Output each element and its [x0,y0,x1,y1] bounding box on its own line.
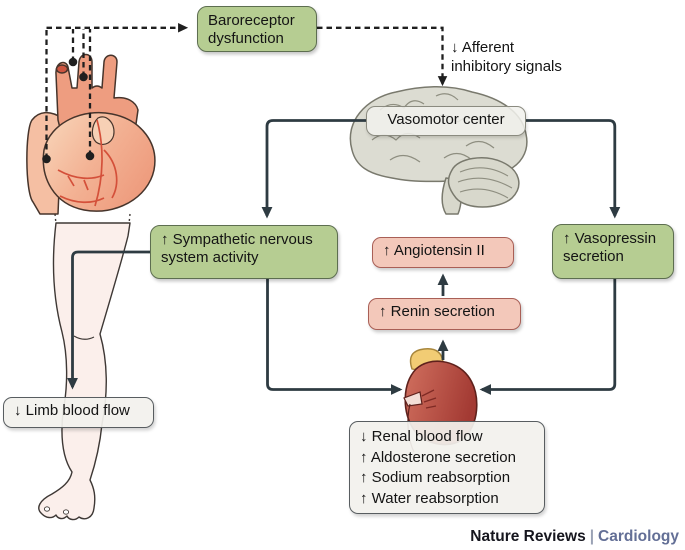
journal-name: Cardiology [598,528,679,545]
renal-effect-line: ↓ Renal blood flow [360,428,483,445]
renal-effect-line: ↑ Aldosterone secretion [360,448,516,466]
sympathetic-activity-box: ↑ Sympathetic nervous system activity [150,225,338,279]
arrow-baroreceptor-to-brain [317,26,448,87]
afferent-line-1: ↓ Afferent [451,39,515,56]
arrow-sympathetic-to-kidney [266,279,403,396]
renal-effect-line: ↑ Sodium reabsorption [360,469,511,487]
arrow-vasomotor-to-vasopressin [526,119,621,219]
afferent-line-2: inhibitory signals [451,58,562,76]
renal-effects-box: ↓ Renal blood flow ↑ Aldosterone secreti… [349,421,545,514]
heart-illustration [26,53,156,215]
afferent-signals-label: ↓ Afferent inhibitory signals [451,38,601,76]
journal-separator: | [589,528,595,545]
limb-blood-flow-box: ↓ Limb blood flow [3,397,154,428]
baroreceptor-dysfunction-box: Baroreceptor dysfunction [197,6,317,52]
renal-effect-line: ↑ Water reabsorption [360,489,499,507]
vasomotor-center-box: Vasomotor center [366,106,526,136]
baroreceptor-dashed-lines [45,23,448,159]
arrow-vasomotor-to-sympathetic [261,119,366,219]
arrow-vasopressin-to-kidney [479,279,617,396]
renin-secretion-box: ↑ Renin secretion [368,298,521,330]
flow-arrows [66,119,621,396]
angiotensin-box: ↑ Angiotensin II [372,237,514,268]
vasopressin-secretion-box: ↑ Vasopressin secretion [552,224,674,279]
journal-credit: Nature Reviews|Cardiology [470,528,679,546]
leg-illustration [38,213,131,521]
journal-brand: Nature Reviews [470,528,586,545]
arrow-sympathetic-to-limb [66,250,150,390]
baroreceptor-sensor-dots [42,57,95,164]
